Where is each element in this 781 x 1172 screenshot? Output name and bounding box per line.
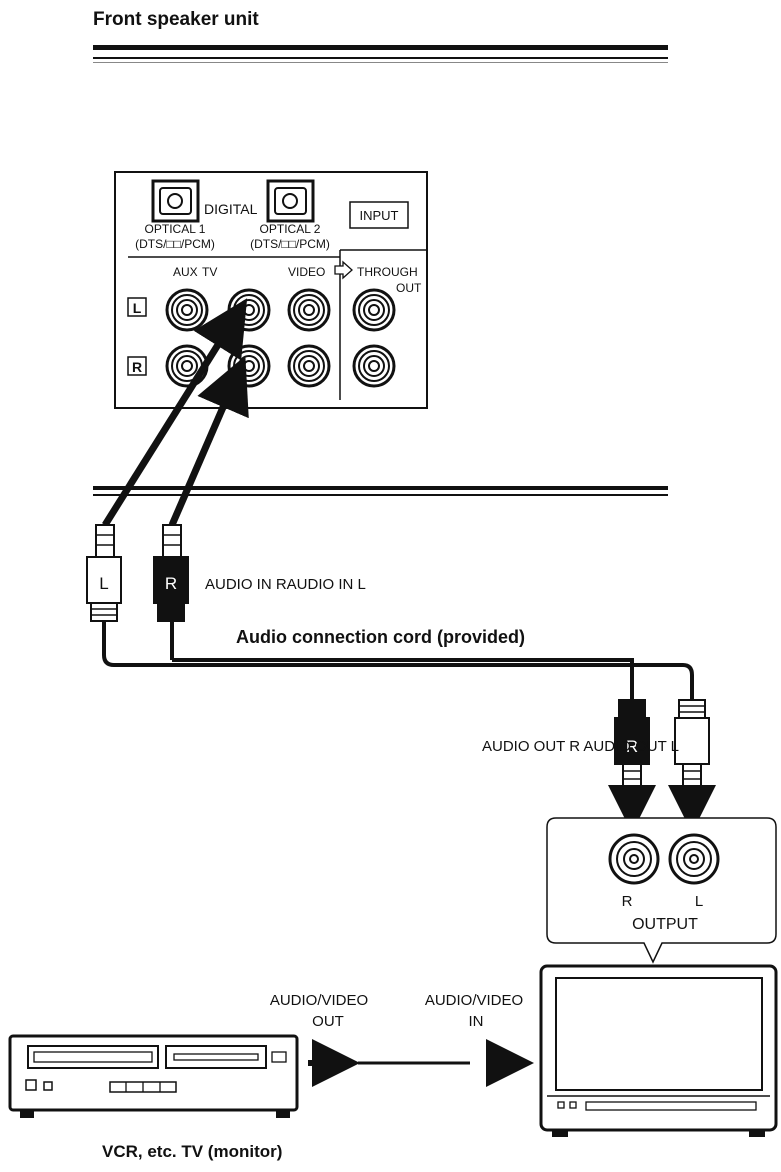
section-rule-thin [93, 494, 668, 496]
page-title: Front speaker unit [93, 9, 259, 30]
audio-cord-wire [102, 621, 694, 700]
output-callout [546, 817, 777, 964]
row-right-label: R [132, 359, 142, 375]
footer-caption: VCR, etc. TV (monitor) [102, 1142, 282, 1161]
audio-out-label: AUDIO OUT R AUDIO OUT L [482, 738, 679, 755]
audio-in-label: AUDIO IN RAUDIO IN L [205, 576, 366, 593]
optical2-label: OPTICAL 2 [260, 222, 321, 236]
rca-jack-icon[interactable] [287, 288, 331, 332]
section-rule-thick [93, 486, 668, 490]
through-label: THROUGH [357, 265, 418, 279]
rear-panel: DIGITAL INPUT OPTICAL 1 (DTS/□□/PCM) OPT… [114, 171, 428, 409]
optical2-formats: (DTS/□□/PCM) [250, 237, 330, 251]
input-label: INPUT [360, 208, 399, 223]
arrow-icon [102, 298, 248, 527]
header-rule-thick [93, 45, 668, 50]
optical-jack-icon[interactable] [151, 179, 200, 223]
arrow-icon [168, 355, 249, 527]
rca-plug-icon[interactable] [614, 699, 650, 787]
rca-plug-icon[interactable] [86, 524, 122, 622]
input-box [349, 201, 409, 229]
output-label: OUTPUT [632, 916, 698, 933]
optical1-formats: (DTS/□□/PCM) [135, 237, 215, 251]
row-left-label: L [133, 300, 142, 316]
plug-out-right-label: R [626, 737, 638, 756]
aux-label: AUX [173, 265, 198, 279]
arrow-icon [334, 260, 353, 280]
av-in-line1: AUDIO/VIDEO [425, 992, 523, 1009]
plug-left-label: L [99, 574, 108, 593]
rca-plug-icon[interactable] [674, 699, 710, 787]
audio-cord-wire [170, 621, 634, 700]
optical-jack-icon[interactable] [266, 179, 315, 223]
vcr-icon [8, 1034, 299, 1118]
av-out-line1: AUDIO/VIDEO [270, 992, 368, 1009]
cord-caption: Audio connection cord (provided) [236, 627, 525, 647]
av-in-line2: IN [469, 1013, 484, 1030]
rca-jack-icon[interactable] [165, 288, 209, 332]
tv-label: TV [202, 265, 217, 279]
av-out-line2: OUT [312, 1013, 344, 1030]
rca-jack-icon[interactable] [352, 288, 396, 332]
rca-jack-icon[interactable] [287, 344, 331, 388]
rca-plug-icon[interactable] [153, 524, 189, 622]
tv-jack-r-label: R [622, 893, 633, 910]
header-rule-thin [93, 57, 668, 59]
plug-right-label: R [165, 574, 177, 593]
out-label: OUT [396, 281, 422, 295]
optical1-label: OPTICAL 1 [145, 222, 206, 236]
tv-monitor-icon [539, 964, 778, 1137]
digital-label: DIGITAL [204, 201, 258, 217]
rca-jack-icon[interactable] [352, 344, 396, 388]
tv-jack-l-label: L [695, 893, 703, 910]
header-rule-grey [93, 62, 668, 63]
video-label: VIDEO [288, 265, 325, 279]
